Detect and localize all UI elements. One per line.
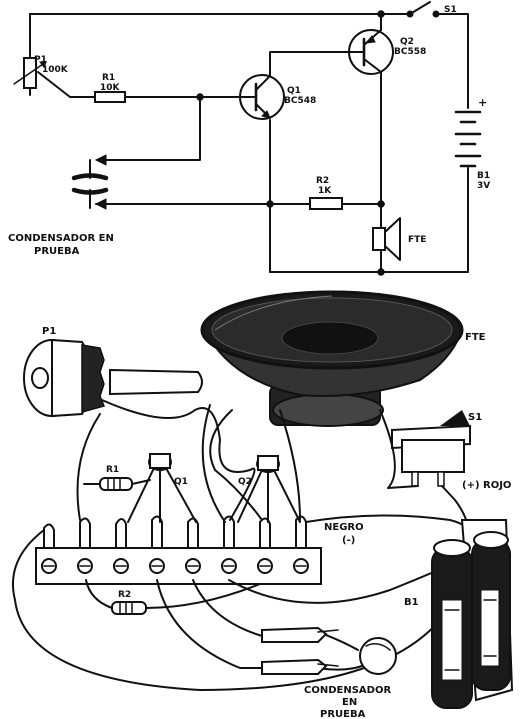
q1-assembly-label: Q1	[174, 477, 188, 487]
r2-value-label: 1K	[318, 186, 332, 196]
r2-ref-label: R2	[316, 176, 329, 186]
b1-battery-symbol	[454, 110, 482, 168]
assembly-illustration: FTE P1 S1	[11, 290, 514, 719]
q1-value-label: BC548	[284, 96, 316, 106]
p1-assembly-label: P1	[42, 326, 56, 337]
schematic-diagram: P1 100K R1 10K Q1 BC548 Q2 BC558	[8, 1, 490, 276]
fte-ref-label: FTE	[408, 235, 426, 245]
capacitor-assembly-label-line2: EN	[342, 697, 357, 708]
p1-ref-label: P1	[34, 55, 47, 65]
black-wire-sign: (-)	[342, 535, 355, 546]
s1-switch-symbol	[406, 1, 440, 18]
terminal-strip	[35, 515, 322, 585]
r2-resistor-drawing	[85, 579, 261, 615]
terminal-screws	[41, 558, 309, 574]
q1-transistor-drawing	[127, 453, 197, 523]
potentiometer-drawing	[23, 338, 203, 418]
r2-assembly-label: R2	[118, 590, 131, 600]
b1-ref-label: B1	[477, 171, 490, 181]
r1-resistor-drawing	[83, 477, 151, 491]
r2-resistor-symbol	[309, 197, 343, 210]
battery-pack-drawing	[431, 519, 514, 709]
b1-assembly-label: B1	[404, 597, 419, 608]
r1-value-label: 10K	[100, 83, 121, 93]
switch-drawing	[391, 410, 471, 487]
p1-potentiometer-symbol	[13, 57, 47, 89]
terminal-lugs	[43, 515, 307, 549]
arrowheads	[94, 154, 107, 210]
capacitor-schematic-label-line2: PRUEBA	[34, 246, 80, 257]
s1-ref-label: S1	[444, 5, 457, 15]
capacitor-assembly-label-line3: PRUEBA	[320, 709, 366, 719]
junction-dots	[196, 10, 385, 276]
capacitor-under-test-drawing	[359, 637, 397, 675]
schematic-wires	[29, 13, 469, 273]
b1-value-label: 3V	[477, 181, 490, 191]
capacitor-assembly-label-line1: CONDENSADOR	[304, 685, 391, 696]
q2-ref-label: Q2	[400, 37, 414, 47]
b1-polarity-mark: +	[478, 96, 487, 109]
q1-ref-label: Q1	[287, 86, 301, 96]
q2-assembly-label: Q2	[238, 477, 252, 487]
r1-assembly-label: R1	[106, 465, 119, 475]
p1-value-label: 100K	[42, 65, 69, 75]
capacitor-schematic-label-line1: CONDENSADOR EN	[8, 233, 114, 244]
s1-assembly-label: S1	[468, 412, 482, 423]
capacitor-under-test-symbol	[71, 173, 109, 195]
red-wire-label: (+) ROJO	[462, 480, 511, 491]
fte-speaker-symbol	[372, 217, 401, 261]
test-clips-drawing	[261, 626, 339, 675]
q2-transistor-drawing	[237, 455, 301, 523]
black-wire-label: NEGRO	[324, 522, 364, 533]
r1-ref-label: R1	[102, 73, 115, 83]
r1-resistor-symbol	[94, 91, 126, 103]
q1-transistor-symbol	[239, 74, 285, 120]
q2-transistor-symbol	[344, 29, 394, 75]
fte-assembly-label: FTE	[465, 332, 486, 343]
q2-value-label: BC558	[394, 47, 426, 57]
speaker-drawing	[200, 290, 464, 427]
